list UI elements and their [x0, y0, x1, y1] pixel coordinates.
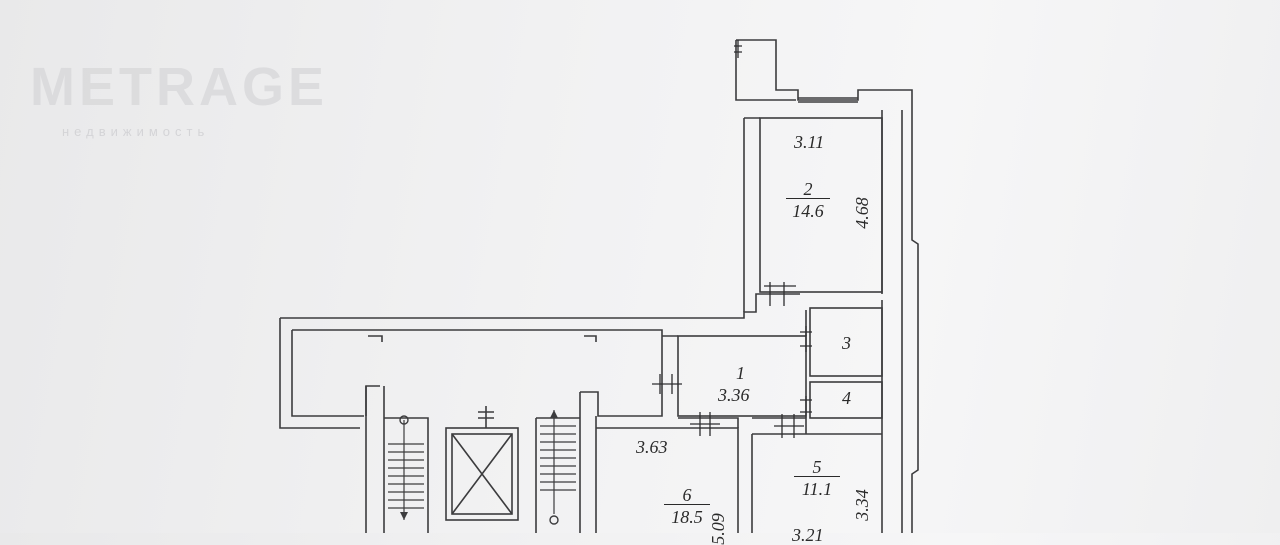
door-marks	[734, 40, 742, 58]
inner-right-wall	[881, 110, 903, 533]
room-4-number: 4	[842, 388, 851, 408]
room-1-number: 1	[736, 363, 745, 383]
room-6-number: 6	[664, 486, 710, 505]
room-2-length: 4.68	[851, 197, 872, 229]
room-2-width: 3.11	[794, 132, 825, 152]
balcony-window	[798, 97, 858, 103]
room-2-outline	[759, 117, 883, 293]
room-5-outline	[751, 433, 882, 533]
metrage-watermark-logo: METRAGE	[30, 57, 328, 117]
room-3-number: 3	[842, 333, 851, 353]
room-5-number: 5	[794, 458, 840, 477]
room-6-label: 6 18.5	[664, 486, 710, 526]
elevator-shaft	[445, 427, 519, 521]
stair-left-treads	[388, 443, 424, 509]
room-2-area: 14.6	[792, 201, 824, 221]
room-6-length: 5.09	[707, 513, 728, 545]
room-6-area: 18.5	[671, 507, 703, 527]
room-5-width: 3.21	[792, 525, 824, 545]
room-5-length: 3.34	[851, 489, 872, 521]
metrage-watermark-subtitle: недвижимость	[62, 124, 210, 139]
room-3-outline	[809, 307, 883, 377]
stair-right-treads	[540, 425, 576, 491]
corridor-wall	[279, 293, 800, 429]
room-5-area: 11.1	[801, 479, 833, 499]
room-1-area: 3.36	[718, 385, 750, 405]
room-6-width: 3.63	[636, 437, 668, 457]
room-5-label: 5 11.1	[794, 458, 840, 498]
stair-wall	[365, 386, 597, 533]
room-2-label: 2 14.6	[786, 180, 830, 220]
room-2-number: 2	[786, 180, 830, 199]
outer-wall	[736, 39, 919, 533]
room-1-outline	[677, 335, 807, 417]
floor-plan-drawing	[279, 39, 919, 533]
balcony-notch	[735, 40, 796, 101]
